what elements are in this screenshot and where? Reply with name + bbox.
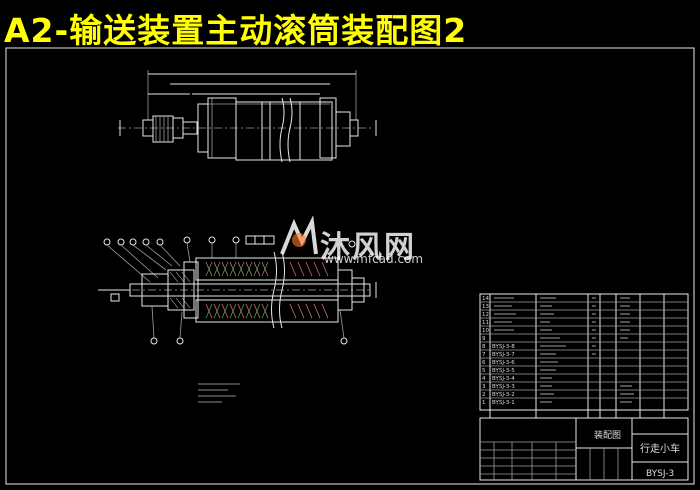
parts-row-no: 12 — [482, 312, 489, 318]
parts-list-table: 14 13 12 11 10 9 8 7 6 5 4 3 2 1 BYSJ-3-… — [479, 293, 689, 419]
parts-row-no: 3 — [482, 384, 486, 390]
parts-row-code: BYSJ-3-8 — [492, 344, 515, 350]
parts-row-no: 5 — [482, 368, 486, 374]
parts-row-no: 8 — [482, 344, 486, 350]
parts-row-no: 6 — [482, 360, 486, 366]
parts-row-code: BYSJ-3-1 — [492, 400, 515, 406]
parts-row-no: 14 — [482, 296, 489, 302]
drawing-number: BYSJ-3 — [646, 469, 674, 479]
parts-row-code: BYSJ-3-3 — [492, 384, 515, 390]
parts-row-code: BYSJ-3-5 — [492, 368, 515, 374]
roller-top-view — [118, 70, 377, 163]
title-block: 装配图 行走小车 BYSJ-3 — [479, 417, 689, 481]
parts-row-no: 2 — [482, 392, 486, 398]
parts-row-code: BYSJ-3-4 — [492, 376, 515, 382]
parts-row-no: 11 — [482, 320, 489, 326]
parts-row-no: 4 — [482, 376, 486, 382]
parts-row-no: 7 — [482, 352, 486, 358]
watermark-text: 沐风网 — [320, 230, 416, 265]
parts-row-no: 13 — [482, 304, 489, 310]
technical-notes — [198, 383, 240, 403]
watermark-url: www.mfcad.com — [324, 252, 424, 266]
drawing-frame — [5, 47, 695, 485]
parts-row-no: 10 — [482, 328, 489, 334]
parts-row-no: 9 — [482, 336, 486, 342]
parts-row-code: BYSJ-3-2 — [492, 392, 515, 398]
mfcad-logo-icon — [280, 216, 318, 255]
drawing-title: A2-输送装置主动滚筒装配图2 — [4, 11, 468, 50]
assembly-label: 装配图 — [594, 429, 621, 441]
product-name: 行走小车 — [640, 442, 680, 455]
parts-row-code: BYSJ-3-7 — [492, 352, 515, 358]
parts-row-code: BYSJ-3-6 — [492, 360, 515, 366]
parts-row-no: 1 — [482, 400, 486, 406]
roller-section-view — [98, 235, 377, 345]
